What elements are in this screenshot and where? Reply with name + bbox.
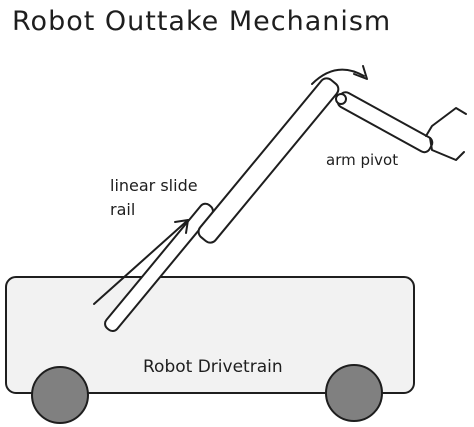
drivetrain-chassis [5, 276, 415, 394]
wheel-left [31, 366, 89, 424]
slide-direction-arrowhead [174, 219, 189, 234]
linear-slide-label-line2: rail [110, 200, 135, 219]
drivetrain-label: Robot Drivetrain [143, 357, 283, 377]
linear-slide-inner-segment [104, 202, 214, 333]
arm-pivot-label: arm pivot [326, 151, 398, 169]
rotation-arrow [311, 68, 365, 85]
slide-direction-arrow [93, 219, 189, 305]
linear-slide-label-line1: linear slide [110, 176, 198, 195]
linear-slide-outer-segment [197, 77, 340, 244]
arm-link [336, 91, 434, 154]
page-title: Robot Outtake Mechanism [12, 6, 392, 37]
rotation-arrowhead [353, 65, 368, 80]
gripper-claw [425, 107, 467, 161]
pivot-joint [335, 93, 347, 105]
wheel-right [325, 364, 383, 422]
